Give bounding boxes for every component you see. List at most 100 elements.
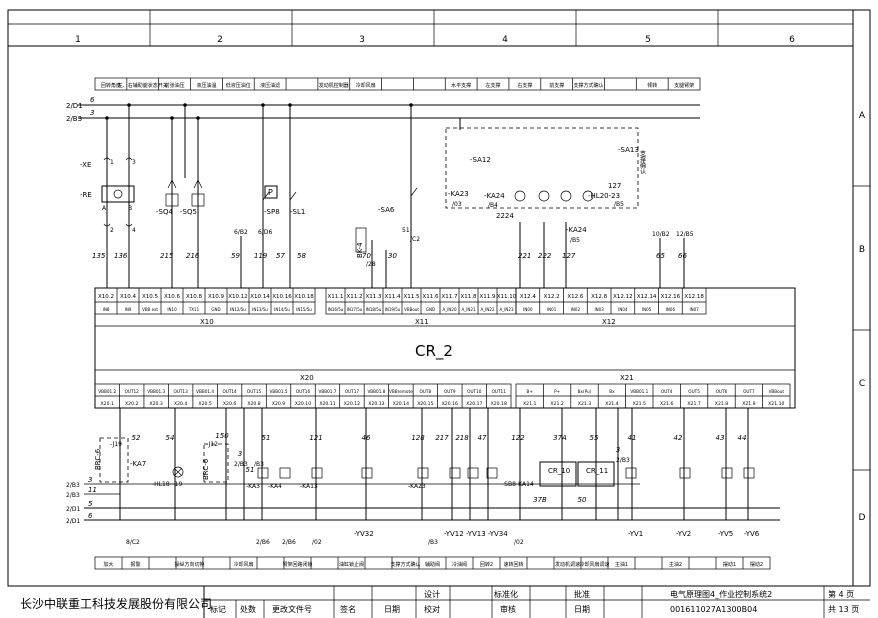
terminal-signal: VBBremote: [389, 389, 413, 394]
wire-number: 218: [455, 434, 469, 442]
function-label: 支撑方式确认: [390, 561, 420, 568]
terminal-id: X20.4: [174, 401, 187, 407]
terminal-function: IN07: [689, 307, 699, 312]
zone-row-a: A: [859, 111, 866, 121]
function-label: 操纵方向切换: [174, 561, 204, 568]
column-zone-markers: 1 2 3 4 5 6: [75, 10, 795, 46]
function-label: 回转2: [480, 561, 493, 568]
ka14-label: -KA14: [516, 481, 534, 488]
terminal-function: IN14/5u: [274, 307, 290, 312]
yv34-label: -YV34: [488, 530, 508, 538]
sa12-label: -SA12: [470, 156, 491, 164]
row-zone-markers: A B C D: [853, 111, 870, 523]
rev-header-sign: 签名: [340, 604, 356, 614]
sa13-ref: /B5: [614, 201, 624, 208]
bottom-terminal-strip: VBB01.2X20.1OUT12X20.2VBB01.3X20.3OUT13X…: [94, 383, 791, 409]
function-label: 速转回转: [503, 561, 523, 568]
sheet-total: 共 13 页: [828, 605, 859, 614]
indicator-lamp: [514, 190, 526, 202]
function-label: 报警: [130, 561, 140, 568]
terminal-id: X20.12: [344, 401, 360, 407]
wire-no-119: 119: [254, 252, 268, 260]
terminal-function: IN01: [547, 307, 557, 312]
valve-yv34-coil: [486, 467, 498, 479]
ref-10b2: 12/B5: [676, 231, 694, 238]
ka23-bottom-label: -KA23: [408, 483, 426, 490]
wire-no-70: 70: [362, 252, 371, 260]
brail-ref-2: 2/B3: [66, 492, 80, 499]
re-label: -RE: [80, 191, 92, 199]
terminal-function: IN16/5u: [328, 307, 344, 312]
wire-mark-2: 2: [110, 227, 114, 234]
valve-yv1-coil: [625, 467, 637, 479]
terminal-signal: VBB01.2: [98, 389, 116, 394]
ka23-top-label: -KA23: [448, 190, 469, 198]
wire-no-221: 221: [518, 252, 531, 260]
ref-6d6: 6/D6: [258, 229, 272, 236]
terminal-id: X11.5: [403, 294, 420, 300]
wire-number: 3: [616, 446, 620, 454]
valve-yv13-coil: [467, 467, 479, 479]
terminal-function: A_IN21: [462, 307, 476, 312]
wire-number: 150: [215, 432, 229, 440]
bottom-function-label-strip: 加大报警操纵方向切换冷却风扇臂架回路闭锁油缸锁止阀支撑方式确认辅助阀冷油阀回转2…: [94, 556, 771, 570]
indicator-lamp: [560, 190, 572, 202]
ka4-label: -KA4: [268, 483, 282, 490]
terminal-signal: OUT17: [345, 389, 360, 394]
drawing-frame: [7, 9, 871, 587]
brc6-right-label: BRC-6: [202, 458, 210, 480]
controller-name: CR_2: [415, 342, 453, 361]
function-label: 低液压油位: [226, 82, 251, 89]
wire-225: 2224: [496, 212, 514, 220]
wire-mark-1: 1: [110, 159, 114, 166]
terminal-id: X21.3: [578, 401, 591, 407]
role-standard: 标准化: [494, 589, 518, 599]
terminal-id: X11.8: [460, 294, 477, 300]
terminal-function: GND: [426, 307, 435, 312]
j19-label: -J19: [110, 441, 122, 448]
terminal-id: X20.8: [247, 401, 260, 407]
role-review: 审核: [500, 604, 516, 614]
zone-col-5: 5: [645, 35, 651, 45]
terminal-signal: OUT4: [661, 389, 673, 394]
terminal-function: IN12/5u: [230, 307, 246, 312]
terminal-signal: Bx: [609, 389, 615, 394]
group-x10: X10: [200, 318, 214, 326]
ka24-mid-label: -KA24: [566, 226, 587, 234]
function-label: 左支撑: [486, 82, 501, 89]
terminal-id: X12.6: [567, 294, 584, 300]
module-cr11: [577, 461, 615, 487]
function-label: 水平支撑: [451, 82, 471, 89]
bottom-power-rails: 2/B3 2/B3 2/D1 2/D1 3 11 5 6: [66, 476, 780, 525]
sp8-symbol: P: [268, 188, 273, 197]
relay-ka3-coil: [257, 467, 269, 479]
terminal-function: IN15/5u: [296, 307, 312, 312]
group-x12: X12: [602, 318, 616, 326]
terminal-function: IN02: [571, 307, 581, 312]
rev-header-doc: 更改文件号: [272, 604, 312, 614]
sq4-label: -SQ4: [156, 208, 173, 216]
misc-51: 51: [402, 227, 410, 234]
ref-02: /02: [312, 539, 322, 546]
terminal-function: IN9: [125, 307, 132, 312]
rail-num-6: 6: [90, 96, 95, 104]
terminal-function: IN10: [167, 307, 177, 312]
function-label: 冷油阀: [452, 561, 467, 568]
terminal-id: X20.16: [442, 401, 458, 407]
group-x20: X20: [300, 374, 314, 382]
terminal-signal: Bx(Pu): [578, 389, 592, 394]
controller-cr2: CR_2 X10 X11 X12 X20 X21 X10.2IN8X10.4IN…: [94, 287, 796, 409]
zone-row-c: C: [859, 379, 865, 389]
wire-number: 121: [309, 434, 322, 442]
function-label: 液压油滤: [260, 82, 280, 89]
role-date: 日期: [574, 605, 590, 614]
ref-2b3-c: 2/B3: [234, 461, 248, 468]
terminal-signal: OUT15: [247, 389, 262, 394]
brail-num-3: 3: [88, 476, 92, 484]
terminal-signal: OUT16: [296, 389, 311, 394]
function-label: 冷却风扇: [233, 561, 253, 568]
function-label: 摆动1: [723, 561, 736, 568]
drawing-title: 电气原理图4_作业控制系统2: [670, 589, 772, 599]
terminal-id: X21.8: [715, 401, 728, 407]
wire-number: 3: [238, 450, 242, 458]
